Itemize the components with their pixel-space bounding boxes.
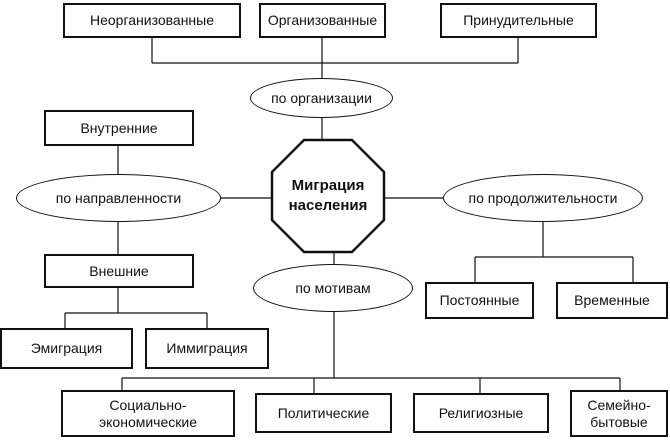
box-organized: Организованные bbox=[259, 3, 386, 38]
box-socio-economic: Социально- экономические bbox=[61, 390, 235, 437]
box-forced: Принудительные bbox=[440, 3, 597, 38]
oval-by-duration: по продолжительности bbox=[443, 174, 643, 222]
center-label: Миграция населения bbox=[288, 177, 368, 214]
oval-by-motives: по мотивам bbox=[253, 264, 413, 312]
box-unorganized: Неорганизованные bbox=[63, 3, 241, 38]
box-immigration: Иммиграция bbox=[145, 328, 269, 369]
center-octagon bbox=[270, 138, 386, 254]
box-external: Внешние bbox=[44, 254, 194, 288]
box-permanent: Постоянные bbox=[425, 282, 534, 319]
box-religious: Религиозные bbox=[413, 393, 549, 433]
box-political: Политические bbox=[255, 393, 392, 433]
box-temporary: Временные bbox=[556, 282, 668, 319]
box-emigration: Эмиграция bbox=[0, 328, 133, 369]
box-family-household: Семейно- бытовые bbox=[570, 390, 668, 437]
oval-by-direction: по направленности bbox=[16, 174, 221, 222]
box-internal: Внутренние bbox=[44, 110, 194, 146]
oval-by-organization: по организации bbox=[250, 78, 393, 118]
